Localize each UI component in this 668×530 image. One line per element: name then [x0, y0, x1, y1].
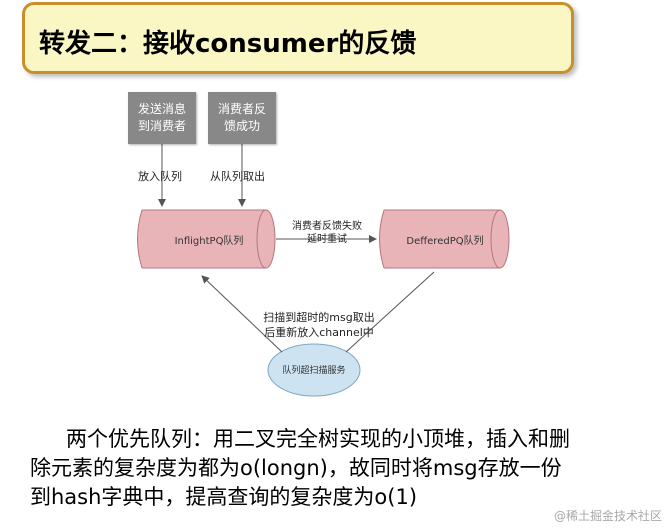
description-line-1: 两个优先队列：用二叉完全树实现的小顶堆，插入和删 [30, 425, 650, 454]
scanner-service-ellipse [267, 343, 361, 397]
title-banner: 转发二：接收consumer的反馈 [22, 2, 574, 74]
send-message-box: 发送消息 到消费者 [128, 92, 196, 144]
inflight-queue-label: InflightPQ队列 [174, 236, 244, 247]
description-line-1-text: 两个优先队列：用二叉完全树实现的小顶堆，插入和删 [66, 427, 570, 451]
description-line-2: 除元素的复杂度为都为o(longn)，故同时将msg存放一份 [30, 456, 562, 480]
page-title: 转发二：接收consumer的反馈 [39, 29, 417, 59]
deferred-queue-cylinder [379, 209, 510, 269]
retry-label: 消费者反馈失败 延时重试 [292, 221, 362, 245]
deferred-queue-label: DefferedPQ队列 [406, 236, 484, 247]
inflight-queue-cylinder [137, 209, 276, 269]
description-paragraph: 两个优先队列：用二叉完全树实现的小顶堆，插入和删 除元素的复杂度为都为o(lon… [30, 425, 650, 512]
deferred-to-scanner-line [345, 271, 435, 353]
scanner-service-label: 队列超扫描服务 [282, 366, 346, 376]
scanner-to-inflight-arrow [201, 275, 283, 353]
queue-diagram: 发送消息 到消费者 消费者反 馈成功 放入队列 从队列取出 InflightPQ… [114, 86, 514, 402]
feedback-success-box: 消费者反 馈成功 [208, 92, 276, 144]
watermark: @稀土掘金技术社区 [553, 509, 662, 523]
description-line-3: 到hash字典中，提高查询的复杂度为o(1) [30, 485, 418, 509]
pop-label: 从队列取出 [210, 170, 265, 183]
push-label: 放入队列 [138, 170, 182, 183]
scan-label: 扫描到超时的msg取出 后重新放入channel中 [263, 311, 375, 339]
